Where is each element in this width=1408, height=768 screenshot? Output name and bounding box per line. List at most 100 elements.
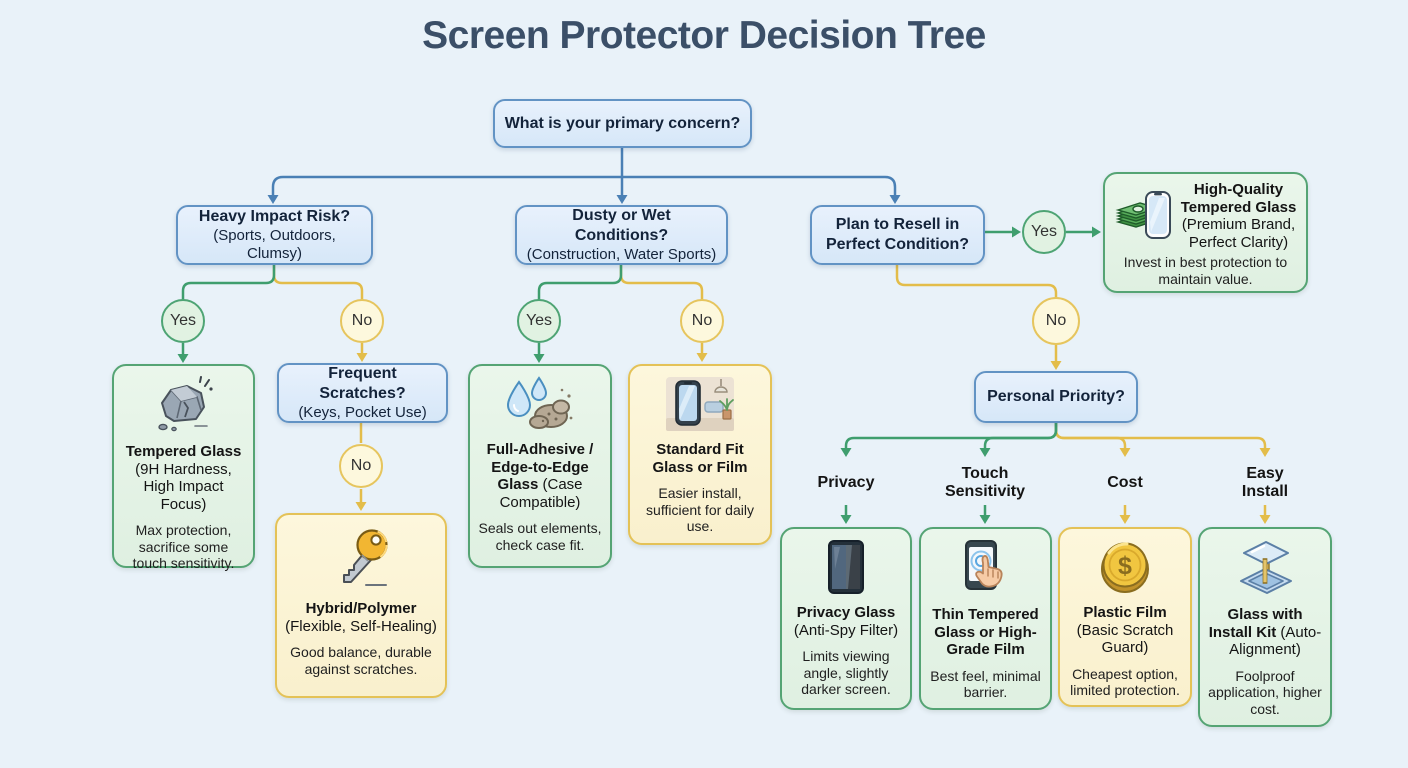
outcome-description: Seals out elements, check case fit.	[478, 520, 602, 553]
water-dust-icon	[503, 376, 577, 437]
edges-blue	[271, 148, 897, 199]
arrowhead	[1092, 226, 1101, 238]
arrowhead	[1119, 515, 1131, 524]
install-kit-icon	[1232, 539, 1298, 602]
outcome-full-adhesive-glass: Full-Adhesive / Edge-to-Edge Glass (Case…	[468, 364, 612, 568]
outcome-text: Privacy Glass (Anti-Spy Filter)	[790, 604, 902, 639]
outcome-title: Glass with Install Kit	[1208, 606, 1303, 641]
arrowhead	[840, 448, 852, 457]
arrowhead	[533, 354, 545, 363]
priority-label-easy-install: Easy Install	[1241, 464, 1289, 500]
arrowhead	[1119, 448, 1131, 457]
no-circle-resell: No	[1032, 297, 1080, 345]
question-heavy-impact: Heavy Impact Risk? (Sports, Outdoors, Cl…	[176, 205, 373, 265]
edge-dusty-yes	[537, 265, 623, 300]
yes-label: Yes	[1030, 223, 1058, 240]
yes-circle-impact: Yes	[161, 299, 205, 343]
priority-label-privacy: Privacy	[817, 473, 875, 491]
arrowhead	[356, 353, 368, 362]
arrowhead	[616, 195, 628, 204]
no-label: No	[351, 312, 373, 329]
arrowhead	[355, 502, 367, 511]
outcome-high-quality-tempered-glass: High-Quality Tempered Glass (Premium Bra…	[1103, 172, 1308, 293]
edge-root-bar	[271, 175, 897, 199]
outcome-description: Limits viewing angle, slightly darker sc…	[801, 648, 891, 698]
yes-label: Yes	[525, 312, 553, 329]
outcome-tempered-glass: Tempered Glass (9H Hardness, High Impact…	[112, 364, 255, 571]
outcome-thin-tempered: Thin Tempered Glass or High-Grade Film B…	[919, 527, 1052, 710]
edge-priority-to-cost	[1054, 423, 1127, 450]
edge-dusty-no	[619, 265, 704, 300]
question-title: Personal Priority?	[987, 388, 1125, 406]
arrowheads-green	[177, 226, 1101, 524]
outcome-title: Plastic Film	[1083, 604, 1167, 621]
question-primary-concern: What is your primary concern?	[493, 99, 752, 148]
edge-resell-no	[895, 265, 1058, 298]
outcome-subtitle: (9H Hardness, High Impact Focus)	[135, 460, 232, 513]
question-frequent-scratches: Frequent Scratches? (Keys, Pocket Use)	[277, 363, 448, 423]
outcome-text: Thin Tempered Glass or High-Grade Film	[929, 606, 1042, 659]
svg-text:$: $	[1118, 552, 1132, 580]
edge-priority-to-privacy	[844, 423, 1058, 450]
page-title: Screen Protector Decision Tree	[422, 14, 986, 57]
no-label: No	[691, 312, 713, 329]
edges-green	[181, 230, 1093, 516]
arrowheads-yellow	[355, 353, 1271, 524]
yes-label: Yes	[169, 312, 197, 329]
arrowhead	[1259, 448, 1271, 457]
outcome-text: Hybrid/Polymer (Flexible, Self-Healing)	[285, 600, 437, 635]
outcome-subtitle: (Case Compatible)	[499, 476, 583, 511]
outcome-title: Full-Adhesive / Edge-to-Edge Glass	[486, 441, 594, 494]
outcome-description: Cheapest option, limited protection.	[1070, 665, 1180, 699]
question-title: Heavy Impact Risk?	[198, 207, 351, 225]
outcome-text: High-Quality Tempered Glass (Premium Bra…	[1180, 181, 1297, 251]
question-title: What is your primary concern?	[504, 114, 741, 132]
outcome-text: Glass with Install Kit (Auto-Alignment)	[1208, 606, 1322, 659]
question-resell: Plan to Resell in Perfect Condition?	[810, 205, 985, 265]
question-title: Frequent Scratches?	[319, 364, 406, 402]
arrowhead	[1050, 361, 1062, 370]
outcome-subtitle: (Anti-Spy Filter)	[793, 621, 899, 639]
privacy-phone-icon	[814, 539, 878, 600]
outcome-subtitle: (Auto-Alignment)	[1229, 623, 1322, 659]
question-subtitle: (Construction, Water Sports)	[526, 246, 717, 264]
question-title: Plan to Resell in Perfect Condition?	[825, 216, 970, 253]
priority-label-cost: Cost	[1107, 473, 1143, 491]
edge-impact-no	[272, 265, 364, 300]
arrowhead	[177, 354, 189, 363]
outcome-privacy-glass: Privacy Glass (Anti-Spy Filter) Limits v…	[780, 527, 912, 710]
edge-priority-to-easy	[1054, 423, 1267, 450]
no-circle-scratches: No	[339, 444, 383, 488]
outcome-description: Max protection, sacrifice some touch sen…	[132, 522, 235, 572]
question-subtitle: (Sports, Outdoors, Clumsy)	[213, 227, 336, 263]
outcome-glass-install-kit: Glass with Install Kit (Auto-Alignment) …	[1198, 527, 1332, 727]
question-personal-priority: Personal Priority?	[974, 371, 1138, 423]
no-label: No	[1045, 312, 1067, 329]
yes-circle-dusty: Yes	[517, 299, 561, 343]
arrowhead	[979, 515, 991, 524]
question-subtitle: (Keys, Pocket Use)	[298, 404, 427, 422]
outcome-subtitle: (Premium Brand, Perfect Clarity)	[1181, 216, 1296, 251]
no-circle-impact: No	[340, 299, 384, 343]
outcome-text: Full-Adhesive / Edge-to-Edge Glass (Case…	[478, 441, 602, 511]
outcome-subtitle: (Flexible, Self-Healing)	[285, 617, 437, 635]
outcome-title: Tempered Glass	[125, 443, 242, 460]
outcome-hybrid-polymer: Hybrid/Polymer (Flexible, Self-Healing) …	[275, 513, 447, 698]
outcome-title: High-Quality Tempered Glass	[1180, 181, 1297, 216]
outcome-header: High-Quality Tempered Glass (Premium Bra…	[1114, 181, 1297, 251]
outcome-text: Tempered Glass (9H Hardness, High Impact…	[122, 443, 245, 513]
outcome-text: Standard Fit Glass or Film	[638, 441, 762, 476]
arrowhead	[696, 353, 708, 362]
outcome-description: Easier install, sufficient for daily use…	[646, 485, 754, 535]
question-title: Dusty or Wet Conditions?	[572, 206, 671, 244]
rock-icon	[151, 376, 217, 439]
arrowhead	[1259, 515, 1271, 524]
outcome-description: Foolproof application, higher cost.	[1208, 667, 1322, 717]
no-label: No	[350, 457, 372, 474]
no-circle-dusty: No	[680, 299, 724, 343]
outcome-description: Best feel, minimal barrier.	[930, 667, 1041, 701]
arrowhead	[889, 195, 901, 204]
touch-phone-icon	[954, 539, 1018, 602]
coin-icon: $	[1097, 539, 1153, 600]
